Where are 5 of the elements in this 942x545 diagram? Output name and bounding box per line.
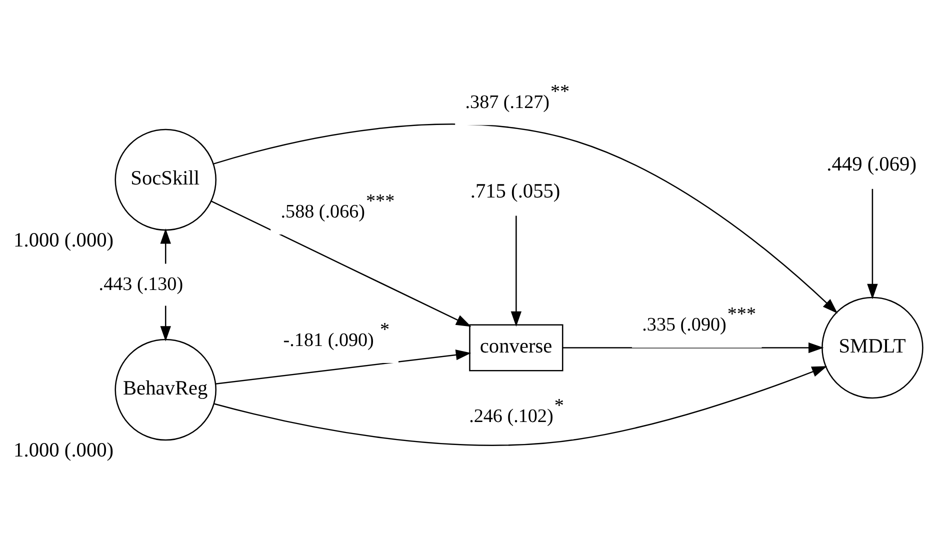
- node-label: 1.000 (.000): [14, 438, 114, 461]
- edge-label: .443 (.130): [98, 273, 184, 294]
- node-text: .449 (.069): [826, 153, 916, 176]
- node-text: .715 (.055): [470, 180, 560, 202]
- node-label: 1.000 (.000): [14, 228, 114, 251]
